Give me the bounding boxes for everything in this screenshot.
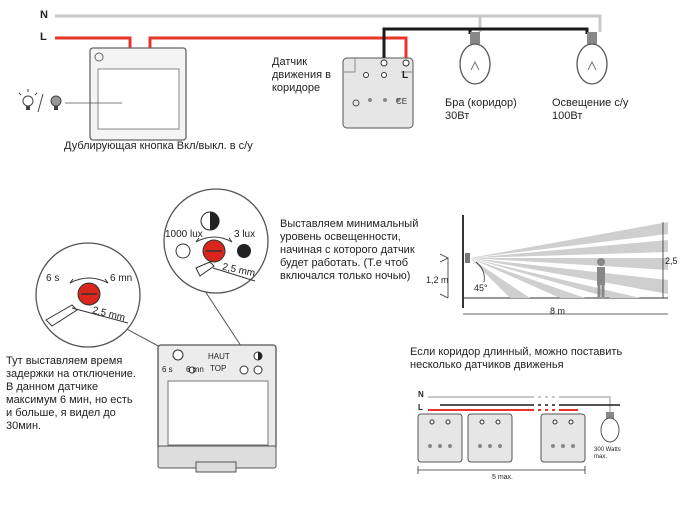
device-6s-label: 6 s (162, 365, 173, 374)
coverage-diagram (439, 215, 668, 315)
lux-adjust-zoom (163, 188, 269, 356)
device-haut-label: HAUT (208, 352, 230, 361)
lamp-1-caption: Бра (коридор) 30Вт (445, 97, 517, 122)
device-6mn-label: 6 mn (186, 365, 204, 374)
multi-lamp-caption: 300 Watts max. (594, 447, 621, 460)
delay-left-label: 6 s (46, 273, 60, 284)
coverage-angle-label: 45° (474, 283, 488, 293)
sensor-caption: Датчик движения в коридоре (272, 56, 331, 94)
multi-live-label: L (418, 403, 423, 412)
duplicate-switch (89, 47, 187, 141)
multi-note: Если коридор длинный, можно поставить не… (410, 346, 623, 371)
bulb-toggle-icon (18, 89, 122, 113)
sensor-terminal-label: L (402, 70, 409, 81)
delay-right-label: 6 mn (110, 273, 133, 284)
live-label: L (40, 31, 47, 43)
coverage-height-label: 1,2 m (426, 275, 449, 285)
multi-max-label: 5 max. (492, 474, 514, 481)
lux-note: Выставляем минимальный уровень освещенно… (280, 218, 419, 282)
live-wire (55, 36, 408, 60)
lux-left-label: 1000 lux (165, 229, 203, 240)
device-top-label: TOP (210, 364, 227, 373)
neutral-label: N (40, 9, 48, 21)
multi-neutral-label: N (418, 390, 424, 399)
multi-dimension-line (417, 466, 586, 474)
lamp-2-icon (576, 32, 608, 85)
lamp-2-caption: Освещение с/у 100Вт (552, 97, 629, 122)
coverage-distance-label: 8 m (550, 306, 566, 316)
svg-text:CE: CE (396, 97, 407, 106)
lux-right-label: 3 lux (234, 229, 256, 240)
motion-sensor-module: CE (342, 57, 414, 129)
multi-lamp-icon (600, 412, 620, 443)
delay-note: Тут выставляем время задержки на отключе… (6, 355, 136, 432)
multi-sensor-modules (417, 413, 586, 463)
switch-caption: Дублирующая кнопка Вкл/выкл. в с/у (64, 140, 253, 152)
lamp-1-icon (459, 32, 491, 85)
multi-sensor-wiring (428, 395, 620, 413)
coverage-right-height-label: 2,5 (665, 256, 678, 266)
delay-adjust-zoom (35, 242, 176, 356)
sensor-device-drawing (157, 344, 277, 473)
